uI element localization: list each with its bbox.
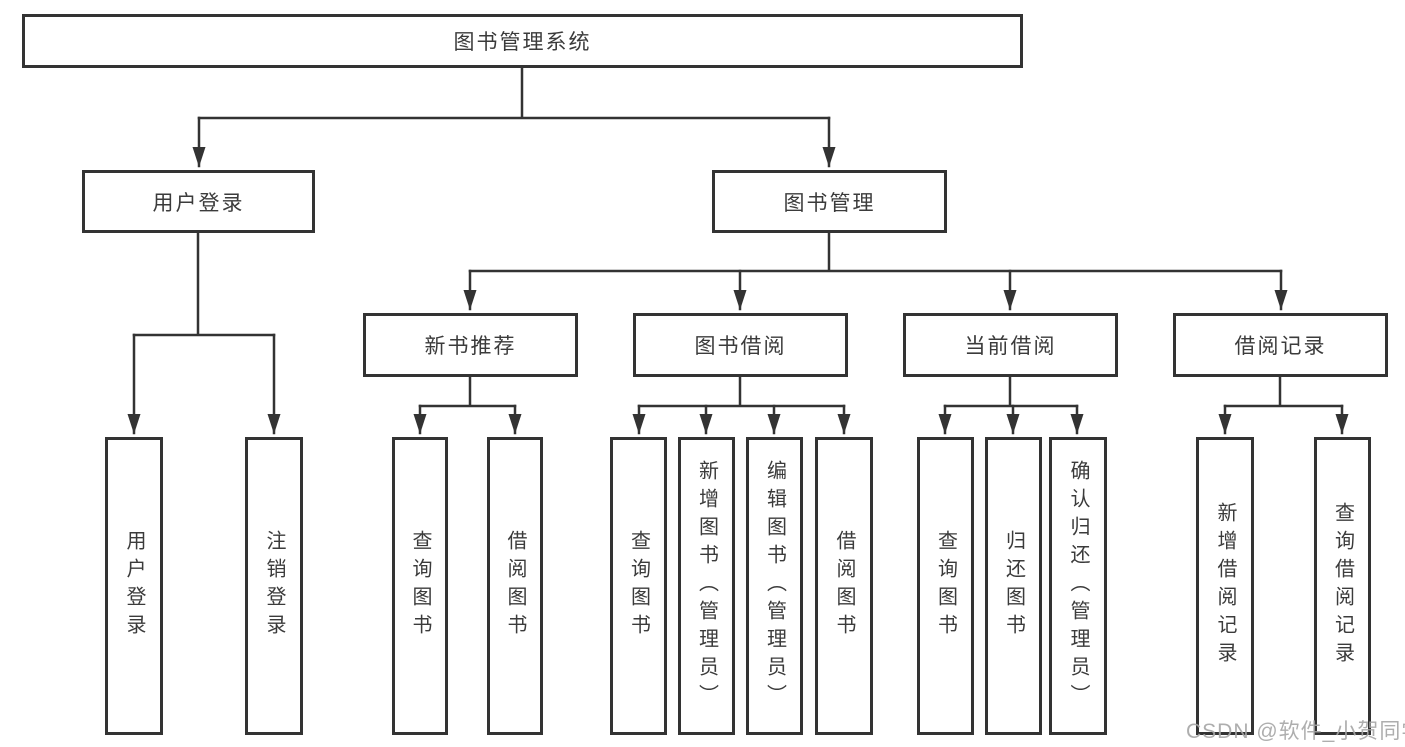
node-book-management: 图书管理: [712, 170, 947, 233]
leaf-edit-book-admin: 编辑图书（管理员）: [746, 437, 803, 735]
leaf-query-books-2: 查询图书: [610, 437, 667, 735]
connector-borrow-bus: [637, 375, 846, 408]
leaf-borrow-books-2: 借阅图书: [815, 437, 873, 735]
connector-current-bus: [943, 375, 1079, 408]
leaf-logout: 注销登录: [245, 437, 303, 735]
leaf-borrow-books-1: 借阅图书: [487, 437, 543, 735]
leaf-add-borrow-record: 新增借阅记录: [1196, 437, 1254, 735]
node-book-borrow: 图书借阅: [633, 313, 848, 377]
connector-mgmt-bus: [468, 231, 1283, 273]
node-user-login-branch: 用户登录: [82, 170, 315, 233]
leaf-user-login: 用户登录: [105, 437, 163, 735]
leaf-query-borrow-record: 查询借阅记录: [1314, 437, 1371, 735]
connector-records-bus: [1223, 375, 1344, 408]
connector-root-bus: [197, 66, 831, 120]
node-library-management-system: 图书管理系统: [22, 14, 1023, 68]
leaf-add-book-admin: 新增图书（管理员）: [678, 437, 735, 735]
leaf-query-books-3: 查询图书: [917, 437, 974, 735]
leaf-return-book: 归还图书: [985, 437, 1042, 735]
node-new-book-recommend: 新书推荐: [363, 313, 578, 377]
connector-newbook-bus: [418, 375, 517, 408]
leaf-query-books-1: 查询图书: [392, 437, 448, 735]
node-current-borrow: 当前借阅: [903, 313, 1118, 377]
connector-login-bus: [132, 231, 276, 337]
leaf-confirm-return-admin: 确认归还（管理员）: [1049, 437, 1107, 735]
node-borrow-records: 借阅记录: [1173, 313, 1388, 377]
csdn-watermark: CSDN @软件_小贺同学: [1186, 720, 1405, 743]
